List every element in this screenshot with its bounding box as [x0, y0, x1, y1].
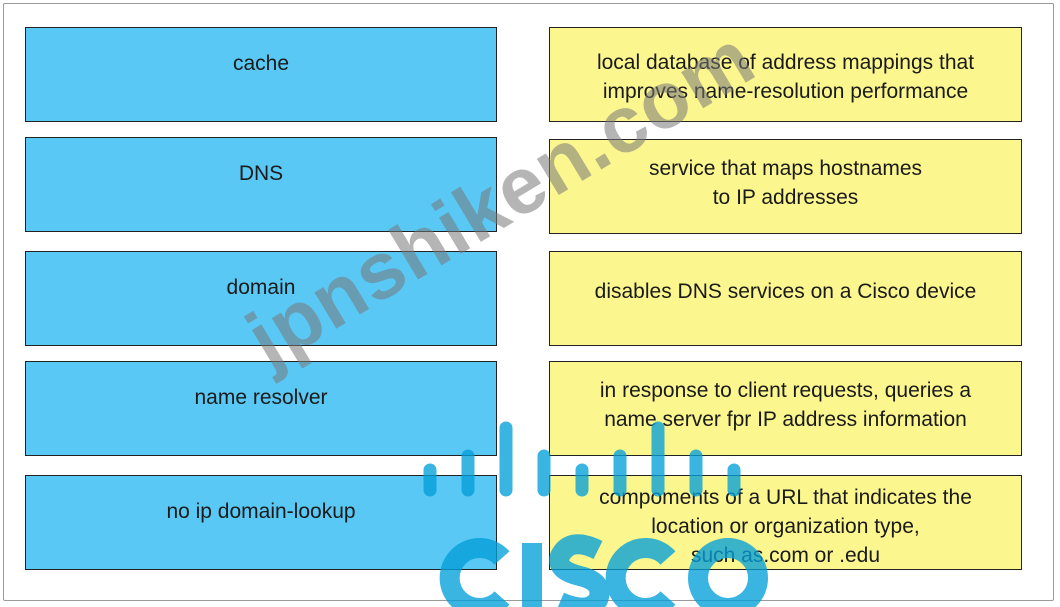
description-tile-1[interactable]: local database of address mappings that …	[549, 27, 1022, 122]
term-tile-name-resolver[interactable]: name resolver	[25, 361, 497, 456]
term-tile-cache[interactable]: cache	[25, 27, 497, 122]
description-tile-3[interactable]: disables DNS services on a Cisco device	[549, 251, 1022, 346]
description-tile-4[interactable]: in response to client requests, queries …	[549, 361, 1022, 456]
term-tile-no-ip-domain-lookup[interactable]: no ip domain-lookup	[25, 475, 497, 570]
term-tile-dns[interactable]: DNS	[25, 137, 497, 232]
description-tile-5[interactable]: compoments of a URL that indicates the l…	[549, 475, 1022, 570]
description-tile-2[interactable]: service that maps hostnames to IP addres…	[549, 139, 1022, 234]
term-tile-domain[interactable]: domain	[25, 251, 497, 346]
